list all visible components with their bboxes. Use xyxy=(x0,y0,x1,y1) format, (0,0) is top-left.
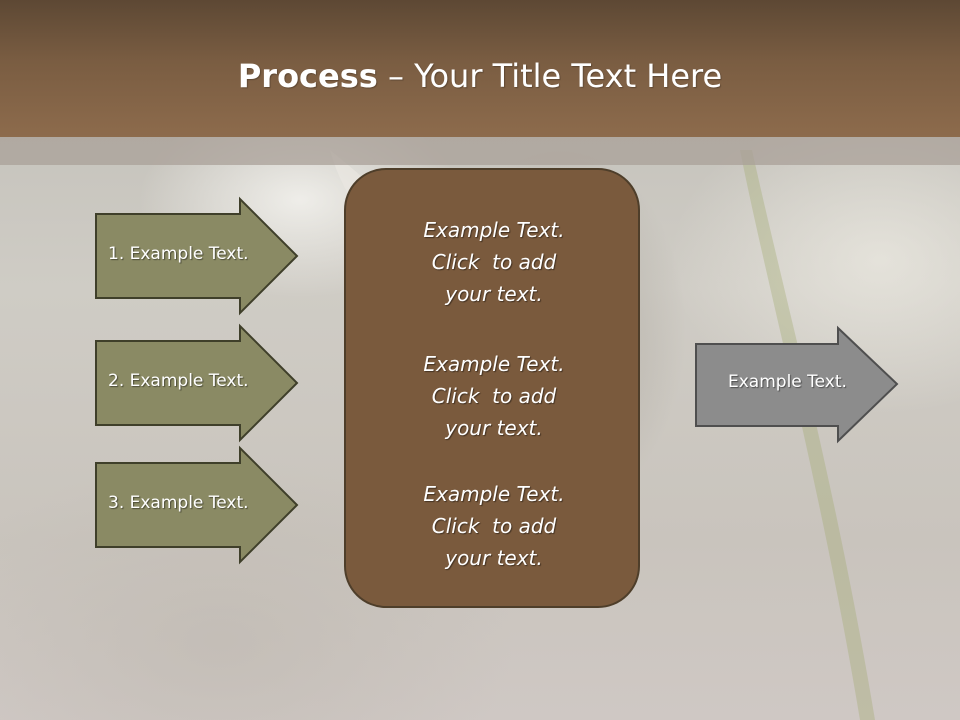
process-text-block-3: Example Text. Click to add your text. xyxy=(346,478,642,574)
arrow-right-shape xyxy=(695,325,899,444)
input-arrow-3[interactable]: 3. Example Text. xyxy=(94,445,300,565)
process-text-line: Click to add xyxy=(431,514,557,538)
process-box[interactable]: Example Text. Click to add your text. Ex… xyxy=(344,168,640,608)
arrow-right-shape xyxy=(95,196,299,316)
process-text-block-2: Example Text. Click to add your text. xyxy=(346,348,642,444)
process-text-line: Example Text. xyxy=(423,482,565,506)
process-text-line: Example Text. xyxy=(423,218,565,242)
process-text-line: your text. xyxy=(445,416,543,440)
title-bold: Process xyxy=(237,57,378,95)
header-strip xyxy=(0,137,960,165)
process-text-line: Click to add xyxy=(431,250,557,274)
output-arrow[interactable]: Example Text. xyxy=(694,325,900,444)
process-text-line: your text. xyxy=(445,282,543,306)
process-text-line: your text. xyxy=(445,546,543,570)
process-text-block-1: Example Text. Click to add your text. xyxy=(346,214,642,310)
process-text-line: Example Text. xyxy=(423,352,565,376)
process-text-line: Click to add xyxy=(431,384,557,408)
title-rest: – Your Title Text Here xyxy=(377,57,723,95)
arrow-right-shape xyxy=(95,323,299,443)
input-arrow-label: 3. Example Text. xyxy=(108,493,249,513)
input-arrow-1[interactable]: 1. Example Text. xyxy=(94,196,300,316)
slide-title: Process – Your Title Text Here xyxy=(0,52,960,100)
header-bar xyxy=(0,0,960,137)
output-arrow-label: Example Text. xyxy=(728,372,847,392)
arrow-right-shape xyxy=(95,445,299,565)
input-arrow-label: 2. Example Text. xyxy=(108,371,249,391)
input-arrow-label: 1. Example Text. xyxy=(108,244,249,264)
input-arrow-2[interactable]: 2. Example Text. xyxy=(94,323,300,443)
